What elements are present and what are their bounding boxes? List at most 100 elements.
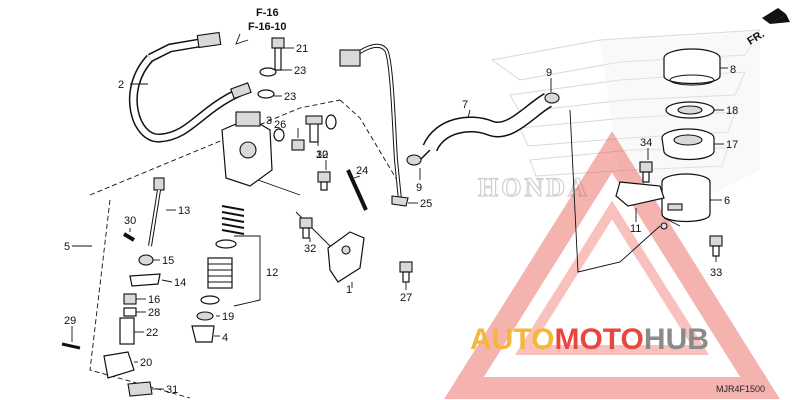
callout-33: 33: [710, 267, 722, 279]
honda-wordmark: HONDA: [478, 173, 590, 202]
callout-31: 31: [166, 384, 178, 396]
part-pin-30: [122, 232, 136, 242]
callout-32a: 32: [316, 149, 328, 161]
brake-hose-2: [128, 31, 252, 143]
callout-15: 15: [162, 255, 174, 267]
callout-12: 12: [266, 267, 278, 279]
callout-9b: 9: [416, 182, 422, 194]
reference-f16: F-16: [256, 7, 279, 19]
callout-8: 8: [730, 64, 736, 76]
part-bracket-1: [327, 231, 365, 283]
callout-22: 22: [146, 327, 158, 339]
part-bracket-11: [615, 181, 665, 207]
callout-19: 19: [222, 311, 234, 323]
part-washer-10: [325, 114, 337, 130]
part-boot-4: [191, 325, 215, 343]
callout-27: 27: [400, 292, 412, 304]
leader-24: [353, 175, 361, 179]
automotohub-triangle: [444, 131, 780, 399]
part-bolt-32a: [317, 171, 331, 191]
callout-17: 17: [726, 139, 738, 151]
reference-f16-10: F-16-10: [248, 21, 287, 33]
logo-moto: MOTO: [554, 323, 643, 356]
logo-auto: AUTO: [470, 323, 554, 356]
part-washer-23b: [257, 89, 275, 99]
callout-11: 11: [630, 223, 641, 235]
part-bolt-27: [399, 261, 413, 283]
part-bolt-21: [271, 37, 285, 71]
reservoir-assembly-line: [569, 109, 661, 273]
part-pin-24: [346, 169, 368, 211]
reservoir-hose-7: [417, 93, 553, 163]
part-washer-23a: [259, 67, 277, 77]
callout-7: 7: [462, 99, 468, 111]
front-direction-indicator: FR.: [745, 8, 790, 48]
callout-labels: 1 2 3 4 5 6 7 8 9 9 10 11 12 13 14 15 16…: [64, 43, 738, 396]
switch-connector: [339, 49, 361, 67]
part-bolt-32b: [299, 217, 313, 239]
part-clip-19: [196, 311, 214, 321]
callout-4: 4: [222, 332, 228, 344]
part-bolt-33: [709, 235, 723, 257]
part-joint-14: [129, 273, 161, 287]
part-ring-12a: [215, 239, 237, 249]
callout-21: 21: [296, 43, 308, 55]
callout-1: 1: [346, 284, 352, 296]
part-plate-18: [665, 101, 715, 119]
callout-30: 30: [124, 215, 136, 227]
callout-20: 20: [140, 357, 152, 369]
callout-23a: 23: [294, 65, 306, 77]
callout-28: 28: [148, 307, 160, 319]
callout-25: 25: [420, 198, 432, 210]
callout-16: 16: [148, 294, 160, 306]
automotohub-logo: AUTOMOTOHUB: [470, 323, 709, 356]
part-bolt-34: [639, 161, 653, 183]
part-bolt-10: [305, 115, 323, 143]
part-oring-26: [273, 128, 285, 142]
bracket-12: [233, 235, 261, 307]
callout-32b: 32: [304, 243, 316, 255]
part-pedal-rod-20: [103, 351, 135, 379]
leader-14: [161, 279, 173, 283]
callout-29: 29: [64, 315, 76, 327]
part-nut-3: [291, 139, 305, 151]
callout-24: 24: [356, 165, 368, 177]
part-clip-9b: [406, 154, 422, 166]
callout-13: 13: [178, 205, 190, 217]
leader-7: [467, 109, 471, 119]
part-piston-12: [207, 257, 233, 289]
assembly-boundary-top: [89, 99, 341, 196]
part-clip-25: [391, 195, 409, 207]
part-pushrod-13: [148, 177, 165, 247]
callout-26: 26: [274, 119, 286, 131]
part-nut-28: [123, 307, 137, 317]
callout-10: 10: [316, 149, 328, 161]
logo-hub: HUB: [644, 323, 709, 356]
callout-18: 18: [726, 105, 738, 117]
reference-arrow: [235, 33, 249, 45]
callout-9a: 9: [546, 67, 552, 79]
part-cap-8: [663, 48, 721, 86]
callout-34: 34: [640, 137, 652, 149]
callout-5: 5: [64, 241, 70, 253]
part-nut-15: [138, 254, 154, 266]
assembly-boundary-right: [339, 99, 401, 186]
part-nut-16: [123, 293, 137, 305]
part-diaphragm-17: [661, 128, 715, 161]
callout-14: 14: [174, 277, 186, 289]
part-pin-29: [61, 342, 81, 350]
part-collar-22: [119, 317, 135, 345]
callout-3: 3: [266, 115, 272, 127]
part-clip-31: [127, 381, 153, 397]
diagram-code: MJR4F1500: [716, 384, 765, 394]
part-clip-9a: [544, 92, 560, 104]
callout-2: 2: [118, 79, 124, 91]
part-reservoir-6: [661, 173, 711, 227]
master-cylinder-body: [221, 111, 301, 196]
callout-6: 6: [724, 195, 730, 207]
part-ring-12b: [200, 295, 220, 305]
callout-23b: 23: [284, 91, 296, 103]
part-spring: [221, 205, 245, 235]
